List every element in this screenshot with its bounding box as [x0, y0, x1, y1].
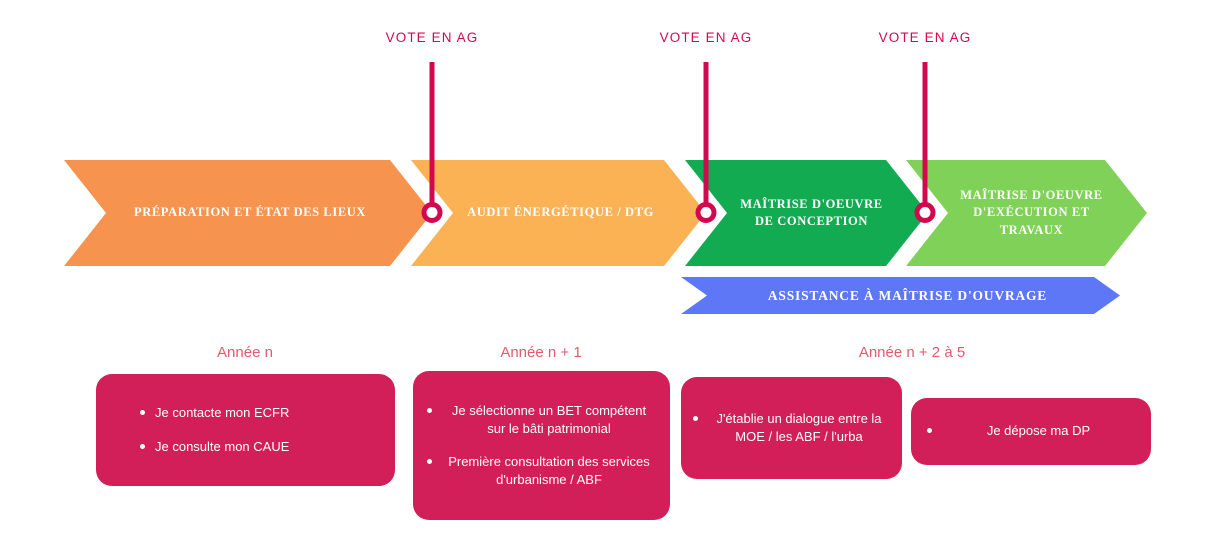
- vote-label: VOTE EN AG: [878, 30, 972, 45]
- phase-preparation-etat-des-lieux: PRÉPARATION ET ÉTAT DES LIEUX: [64, 160, 432, 266]
- amo-banner-arrow: ASSISTANCE À MAÎTRISE D'OUVRAGE: [681, 277, 1120, 314]
- vote-circle-icon: [914, 202, 936, 223]
- bullet-icon: [693, 415, 698, 421]
- bullet-icon: [140, 409, 145, 415]
- action-text: Je sélectionne un BET compétent sur le b…: [451, 403, 647, 437]
- year-label-n-plus-1: Année n + 1: [500, 344, 582, 361]
- vote-label: VOTE EN AG: [385, 30, 479, 45]
- list-item: Première consultation des services d'urb…: [427, 453, 656, 489]
- phase-moe-conception: MAÎTRISE D'OEUVRE DE CONCEPTION: [685, 160, 928, 266]
- year-label-n: Année n: [217, 344, 273, 361]
- action-text: Première consultation des services d'urb…: [448, 453, 650, 487]
- phase-label: PRÉPARATION ET ÉTAT DES LIEUX: [133, 205, 367, 220]
- action-text: Je dépose ma DP: [986, 423, 1091, 439]
- action-text: J'établie un dialogue entre la MOE / les…: [716, 410, 882, 444]
- vote-line: [922, 62, 928, 203]
- bullet-icon: [427, 458, 432, 464]
- bullet-icon: [927, 428, 932, 434]
- vote-line: [703, 62, 709, 203]
- vote-circle-icon: [421, 202, 443, 223]
- action-text: Je consulte mon CAUE: [155, 439, 290, 454]
- list-item: Je contacte mon ECFR: [140, 404, 371, 422]
- list-item: Je dépose ma DP: [927, 422, 1135, 440]
- year-label-n-plus-2-a-5: Année n + 2 à 5: [858, 344, 966, 361]
- phase-audit-energetique-dtg: AUDIT ÉNERGÉTIQUE / DTG: [411, 160, 706, 266]
- vote-label: VOTE EN AG: [659, 30, 753, 45]
- action-box-dialogue-moe-abf: J'établie un dialogue entre la MOE / les…: [681, 377, 902, 479]
- action-text: Je contacte mon ECFR: [155, 404, 290, 420]
- list-item: J'établie un dialogue entre la MOE / les…: [693, 410, 890, 446]
- phase-moe-execution-travaux: MAÎTRISE D'OEUVRE D'EXÉCUTION ET TRAVAUX: [906, 160, 1147, 266]
- vote-line: [429, 62, 435, 203]
- action-box-depot-dp: Je dépose ma DP: [911, 398, 1151, 465]
- phase-label: MAÎTRISE D'OEUVRE DE CONCEPTION: [740, 196, 883, 228]
- bullet-icon: [140, 444, 145, 449]
- list-item: Je sélectionne un BET compétent sur le b…: [427, 402, 656, 438]
- phase-label: AUDIT ÉNERGÉTIQUE / DTG: [467, 205, 654, 220]
- phase-label: MAÎTRISE D'OEUVRE D'EXÉCUTION ET TRAVAUX: [960, 187, 1103, 237]
- amo-banner-label: ASSISTANCE À MAÎTRISE D'OUVRAGE: [767, 287, 1048, 303]
- bullet-icon: [427, 408, 432, 414]
- vote-circle-icon: [695, 202, 717, 223]
- action-box-annee-n-plus-1: Je sélectionne un BET compétent sur le b…: [413, 371, 670, 520]
- action-box-annee-n: Je contacte mon ECFR Je consulte mon CAU…: [96, 374, 395, 486]
- list-item: Je consulte mon CAUE: [140, 438, 371, 456]
